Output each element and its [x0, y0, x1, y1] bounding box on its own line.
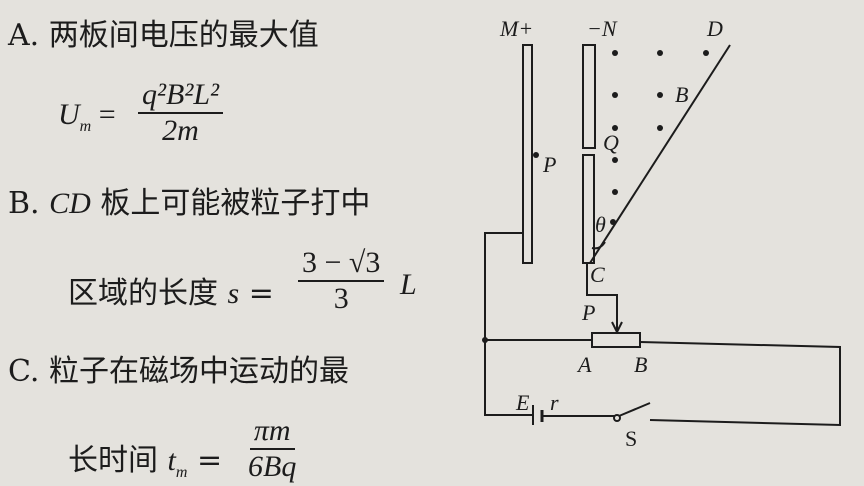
label-p-slider: P — [581, 300, 595, 325]
point-p — [533, 152, 539, 158]
rheostat — [591, 332, 641, 348]
option-a: A. 两板间电压的最大值 — [8, 10, 319, 54]
formula-b-tail: L — [400, 268, 417, 301]
formula-b-fraction: 3 − √3 3 — [298, 246, 385, 316]
plate-n-lower — [582, 154, 595, 264]
option-b-text: 板上可能被粒子打中 — [100, 186, 371, 221]
label-theta: θ — [595, 212, 606, 237]
magnetic-field-dots — [482, 50, 709, 343]
wire-left — [484, 232, 533, 416]
option-a-text: 两板间电压的最大值 — [48, 18, 319, 53]
label-r: r — [550, 390, 559, 415]
label-a: A — [576, 352, 592, 377]
switch-pivot — [613, 414, 621, 422]
numerator: πm — [249, 414, 295, 450]
option-c-label: C. — [8, 354, 40, 389]
wire-right — [639, 341, 841, 427]
label-b-resistor: B — [634, 352, 647, 377]
option-b-line2: 区域的长度 s = — [68, 276, 274, 311]
numerator: 3 − √3 — [298, 246, 385, 282]
label-n: −N — [587, 16, 618, 41]
denominator: 3 — [333, 282, 349, 315]
formula-a-lhs: Um = — [58, 98, 116, 135]
denominator: 2m — [162, 114, 199, 147]
label-d: D — [706, 16, 723, 41]
label-m: M+ — [499, 16, 533, 41]
label-c: C — [590, 262, 605, 287]
label-p: P — [542, 152, 556, 177]
plate-n-upper — [582, 44, 596, 149]
formula-a-fraction: q²B²L² 2m — [138, 78, 223, 148]
option-c: C. 粒子在磁场中运动的最 — [8, 346, 349, 390]
slider-arrow[interactable] — [611, 321, 623, 335]
label-q: Q — [603, 130, 619, 155]
formula-c-fraction: πm 6Bq — [244, 414, 300, 484]
plate-m — [522, 44, 533, 264]
option-b-var: CD — [49, 187, 91, 220]
option-c-line2: 长时间 tm = — [68, 443, 223, 481]
option-c-text: 粒子在磁场中运动的最 — [48, 354, 349, 389]
label-e: E — [515, 390, 530, 415]
label-s: S — [625, 426, 637, 451]
switch-lever[interactable] — [618, 402, 651, 417]
diagram-labels: M+ −N D B P Q θ C P A B E r S — [499, 16, 723, 451]
numerator: q²B²L² — [138, 78, 223, 114]
denominator: 6Bq — [248, 450, 297, 483]
wire-slider — [586, 263, 618, 330]
option-a-label: A. — [8, 18, 40, 53]
option-b: B. CD 板上可能被粒子打中 — [8, 178, 370, 222]
theta-arc — [591, 241, 606, 250]
board-cd — [589, 44, 731, 264]
option-b-label: B. — [8, 186, 40, 221]
label-b-field: B — [675, 82, 688, 107]
